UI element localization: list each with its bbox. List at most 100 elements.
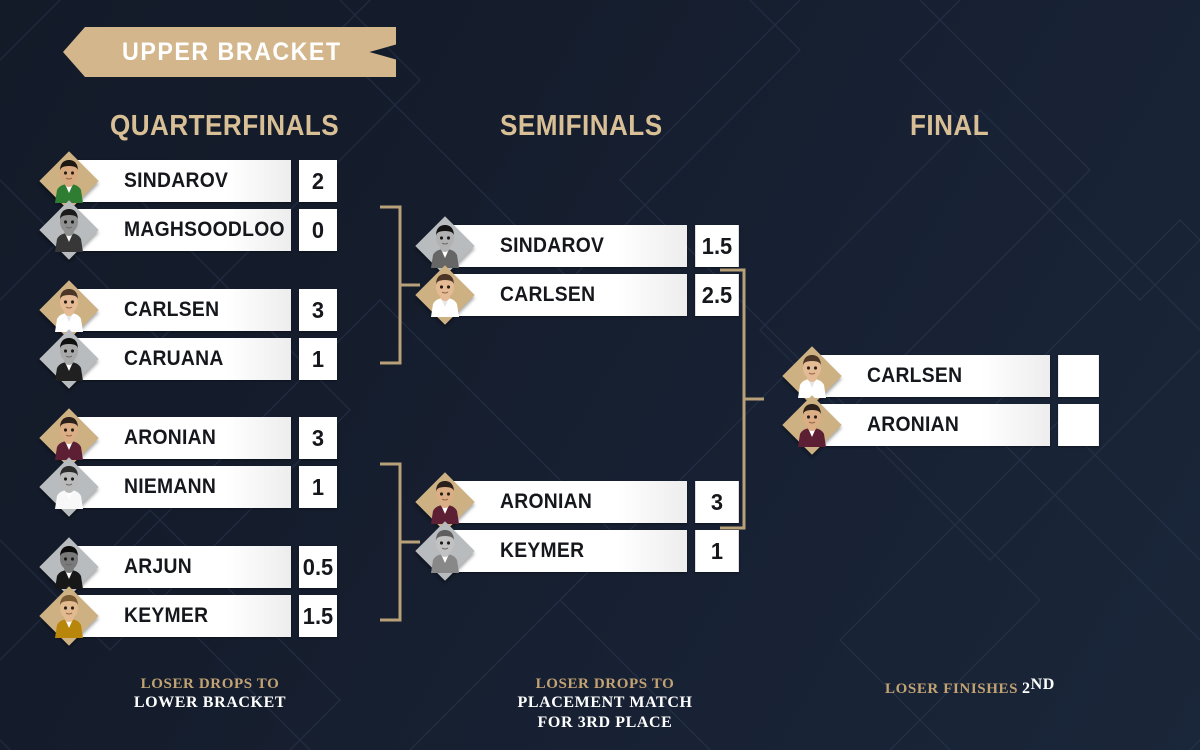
player-nameplate[interactable]: ARONIAN <box>440 481 687 523</box>
player-name: CARLSEN <box>500 283 596 306</box>
player-nameplate[interactable]: CARLSEN <box>440 274 687 316</box>
player-portrait <box>431 224 459 268</box>
player-portrait <box>55 545 83 589</box>
match-sf-1: SINDAROV 1.5 CARLSEN 2.5 <box>415 216 740 325</box>
banner-label: UPPER BRACKET <box>122 37 343 66</box>
round-title-quarterfinals: QUARTERFINALS <box>110 110 340 142</box>
player-nameplate[interactable]: SINDAROV <box>64 160 291 202</box>
player-portrait <box>431 273 459 317</box>
avatar-face <box>792 352 832 398</box>
player-nameplate[interactable]: ARJUN <box>64 546 291 588</box>
player-score <box>1058 355 1099 397</box>
player-score: 0 <box>299 209 337 251</box>
player-name: ARONIAN <box>124 426 217 449</box>
avatar-face <box>425 527 465 573</box>
footer-final-ordinal: ND <box>1030 676 1055 693</box>
player-score: 1 <box>299 466 337 508</box>
player-avatar <box>39 586 99 646</box>
bracket-row[interactable]: ARONIAN 3 <box>39 408 338 468</box>
match-qf-2: CARLSEN 3 CARUANA 1 <box>39 280 338 389</box>
player-portrait <box>55 416 83 460</box>
player-score: 1 <box>299 338 337 380</box>
bracket-row[interactable]: CARLSEN 2.5 <box>415 265 740 325</box>
avatar-face <box>49 543 89 589</box>
player-avatar <box>415 472 475 532</box>
match-final-1: CARLSEN ARONIAN <box>782 346 1100 455</box>
bracket-row[interactable]: CARLSEN <box>782 346 1100 406</box>
avatar-face <box>49 463 89 509</box>
avatar-face <box>49 335 89 381</box>
footer-qf-line1: LOSER DROPS TO <box>140 676 280 692</box>
player-nameplate[interactable]: CARLSEN <box>807 355 1050 397</box>
bracket-row[interactable]: NIEMANN 1 <box>39 457 338 517</box>
player-name: CARUANA <box>124 347 224 370</box>
player-avatar <box>39 329 99 389</box>
bracket-row[interactable]: CARUANA 1 <box>39 329 338 389</box>
player-score: 1.5 <box>299 595 337 637</box>
footer-final-place: 2 <box>1022 680 1031 697</box>
player-avatar <box>39 408 99 468</box>
footer-semifinals: LOSER DROPS TO PLACEMENT MATCH FOR 3RD P… <box>455 675 755 732</box>
avatar-face <box>49 592 89 638</box>
player-portrait <box>798 403 826 447</box>
footer-sf-line2: PLACEMENT MATCH <box>517 694 693 712</box>
player-nameplate[interactable]: KEYMER <box>440 530 687 572</box>
player-score: 1 <box>695 530 739 572</box>
footer-sf-line3: FOR 3RD PLACE <box>537 713 673 731</box>
player-portrait <box>55 288 83 332</box>
player-portrait <box>55 159 83 203</box>
player-nameplate[interactable]: ARONIAN <box>64 417 291 459</box>
bracket-row[interactable]: ARONIAN 3 <box>415 472 740 532</box>
bracket-row[interactable]: ARJUN 0.5 <box>39 537 338 597</box>
player-score: 2 <box>299 160 337 202</box>
player-avatar <box>39 457 99 517</box>
bracket-row[interactable]: CARLSEN 3 <box>39 280 338 340</box>
player-nameplate[interactable]: MAGHSOODLOO <box>64 209 291 251</box>
bracket-row[interactable]: SINDAROV 2 <box>39 151 338 211</box>
player-name: MAGHSOODLOO <box>124 218 285 241</box>
bracket-row[interactable]: ARONIAN <box>782 395 1100 455</box>
player-name: SINDAROV <box>124 169 229 192</box>
connector-qf1-qf2-to-sf1 <box>380 205 420 365</box>
bracket-row[interactable]: SINDAROV 1.5 <box>415 216 740 276</box>
footer-final-line: LOSER FINISHES 2ND <box>820 675 1120 699</box>
player-name: SINDAROV <box>500 234 605 257</box>
avatar-face <box>425 271 465 317</box>
bracket-row[interactable]: KEYMER 1 <box>415 521 740 581</box>
player-name: CARLSEN <box>867 364 963 387</box>
player-nameplate[interactable]: SINDAROV <box>440 225 687 267</box>
avatar-face <box>792 401 832 447</box>
match-qf-1: SINDAROV 2 MAGHSOODLOO 0 <box>39 151 338 260</box>
avatar-face <box>425 222 465 268</box>
player-name: ARONIAN <box>867 413 960 436</box>
footer-qf-line2: LOWER BRACKET <box>133 694 287 712</box>
player-portrait <box>55 208 83 252</box>
player-name: NIEMANN <box>124 475 217 498</box>
player-score <box>1058 404 1099 446</box>
player-nameplate[interactable]: CARLSEN <box>64 289 291 331</box>
round-title-final: FINAL <box>910 110 990 142</box>
player-nameplate[interactable]: CARUANA <box>64 338 291 380</box>
avatar-face <box>49 157 89 203</box>
player-name: CARLSEN <box>124 298 220 321</box>
player-score: 2.5 <box>695 274 739 316</box>
footer-final-line1: LOSER FINISHES <box>885 681 1019 697</box>
player-score: 0.5 <box>299 546 337 588</box>
player-nameplate[interactable]: NIEMANN <box>64 466 291 508</box>
round-title-semifinals: SEMIFINALS <box>500 110 663 142</box>
player-name: KEYMER <box>124 604 209 627</box>
player-portrait <box>431 480 459 524</box>
player-nameplate[interactable]: KEYMER <box>64 595 291 637</box>
bracket-row[interactable]: KEYMER 1.5 <box>39 586 338 646</box>
player-score: 3 <box>299 417 337 459</box>
player-avatar <box>415 216 475 276</box>
footer-final: LOSER FINISHES 2ND <box>820 675 1120 699</box>
player-portrait <box>55 594 83 638</box>
player-nameplate[interactable]: ARONIAN <box>807 404 1050 446</box>
match-sf-2: ARONIAN 3 KEYMER 1 <box>415 472 740 581</box>
player-avatar <box>39 200 99 260</box>
player-score: 3 <box>299 289 337 331</box>
player-name: ARONIAN <box>500 490 593 513</box>
bracket-row[interactable]: MAGHSOODLOO 0 <box>39 200 338 260</box>
